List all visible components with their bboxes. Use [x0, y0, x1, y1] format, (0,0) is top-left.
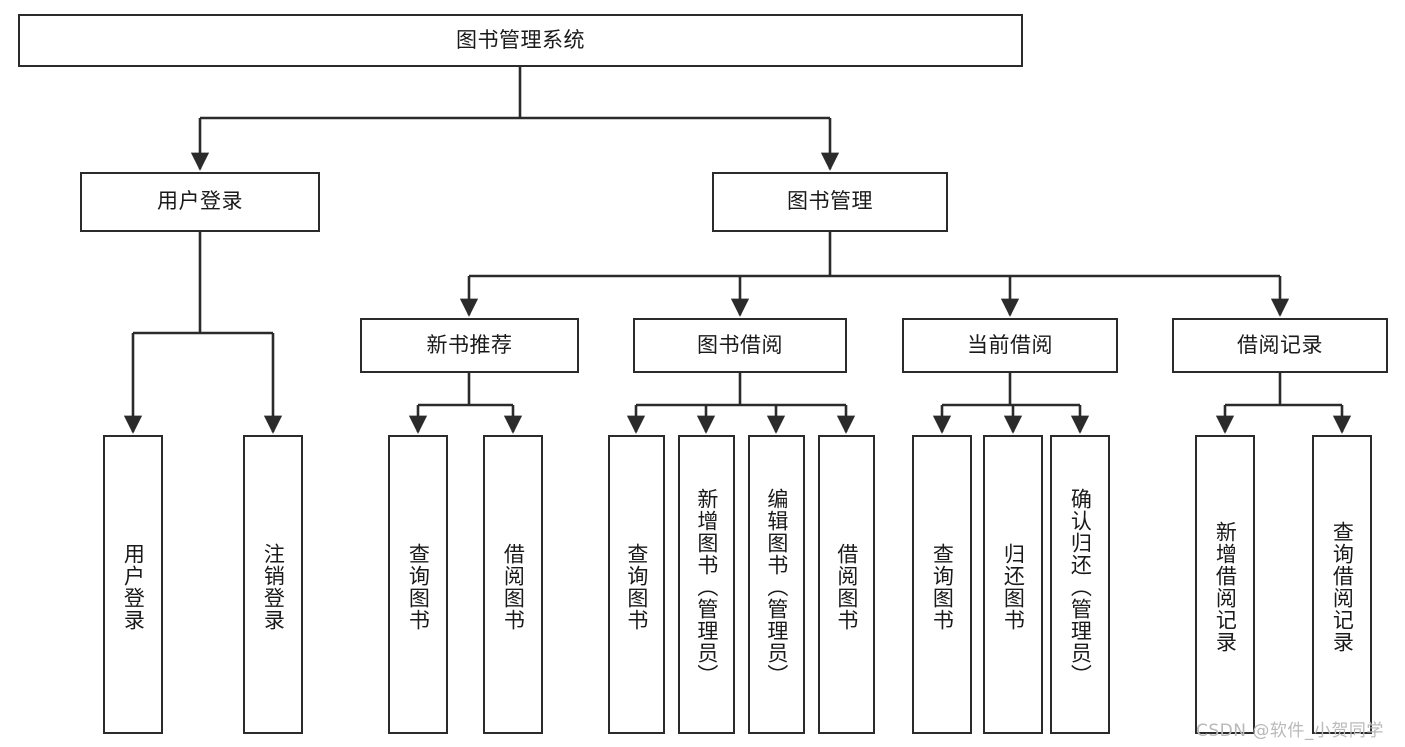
node-root-system[interactable]: 图书管理系统 [18, 14, 1023, 67]
node-leaf-confirm-return-admin[interactable]: 确认归还（管理员） [1050, 435, 1110, 734]
node-leaf-add-book-admin[interactable]: 新增图书（管理员） [678, 435, 735, 734]
node-leaf-label: 借阅图书 [834, 542, 859, 631]
node-borrow-record-label: 借阅记录 [1237, 332, 1323, 357]
node-leaf-borrow-book-new[interactable]: 借阅图书 [483, 435, 543, 734]
node-leaf-query-book-current[interactable]: 查询图书 [912, 435, 972, 734]
node-leaf-query-book-borrow[interactable]: 查询图书 [608, 435, 665, 734]
node-leaf-label: 查询图书 [406, 542, 431, 631]
node-book-management-label: 图书管理 [787, 189, 873, 214]
node-user-login-label: 用户登录 [157, 189, 243, 214]
node-leaf-query-borrow-record[interactable]: 查询借阅记录 [1312, 435, 1372, 734]
node-book-borrow-label: 图书借阅 [697, 332, 783, 357]
node-new-book-recommend-label: 新书推荐 [426, 332, 513, 357]
node-user-login[interactable]: 用户登录 [80, 172, 320, 232]
node-current-borrow[interactable]: 当前借阅 [902, 318, 1118, 373]
node-leaf-label: 编辑图书（管理员） [764, 487, 789, 686]
node-current-borrow-label: 当前借阅 [967, 332, 1053, 357]
node-new-book-recommend[interactable]: 新书推荐 [360, 318, 579, 373]
node-leaf-add-borrow-record[interactable]: 新增借阅记录 [1195, 435, 1255, 734]
node-leaf-query-book-new[interactable]: 查询图书 [388, 435, 448, 734]
node-book-borrow[interactable]: 图书借阅 [633, 318, 847, 373]
node-leaf-label: 归还图书 [1001, 542, 1026, 631]
node-leaf-return-book[interactable]: 归还图书 [983, 435, 1043, 734]
node-leaf-label: 借阅图书 [501, 542, 526, 631]
node-leaf-label: 新增图书（管理员） [694, 487, 719, 686]
csdn-watermark: CSDN @软件_小贺同学 [1196, 721, 1384, 741]
node-leaf-label: 用户登录 [121, 542, 146, 631]
node-leaf-borrow-book[interactable]: 借阅图书 [818, 435, 875, 734]
node-leaf-edit-book-admin[interactable]: 编辑图书（管理员） [748, 435, 805, 734]
node-leaf-label: 注销登录 [261, 542, 286, 631]
node-leaf-label: 查询图书 [624, 542, 649, 631]
node-borrow-record[interactable]: 借阅记录 [1172, 318, 1388, 373]
node-leaf-label: 确认归还（管理员） [1068, 487, 1093, 686]
node-leaf-label: 查询图书 [930, 542, 955, 631]
node-book-management[interactable]: 图书管理 [712, 172, 948, 232]
node-root-label: 图书管理系统 [456, 27, 585, 52]
node-leaf-user-login[interactable]: 用户登录 [103, 435, 163, 734]
node-leaf-label: 新增借阅记录 [1213, 520, 1238, 653]
node-leaf-logout[interactable]: 注销登录 [243, 435, 303, 734]
node-leaf-label: 查询借阅记录 [1330, 520, 1355, 653]
